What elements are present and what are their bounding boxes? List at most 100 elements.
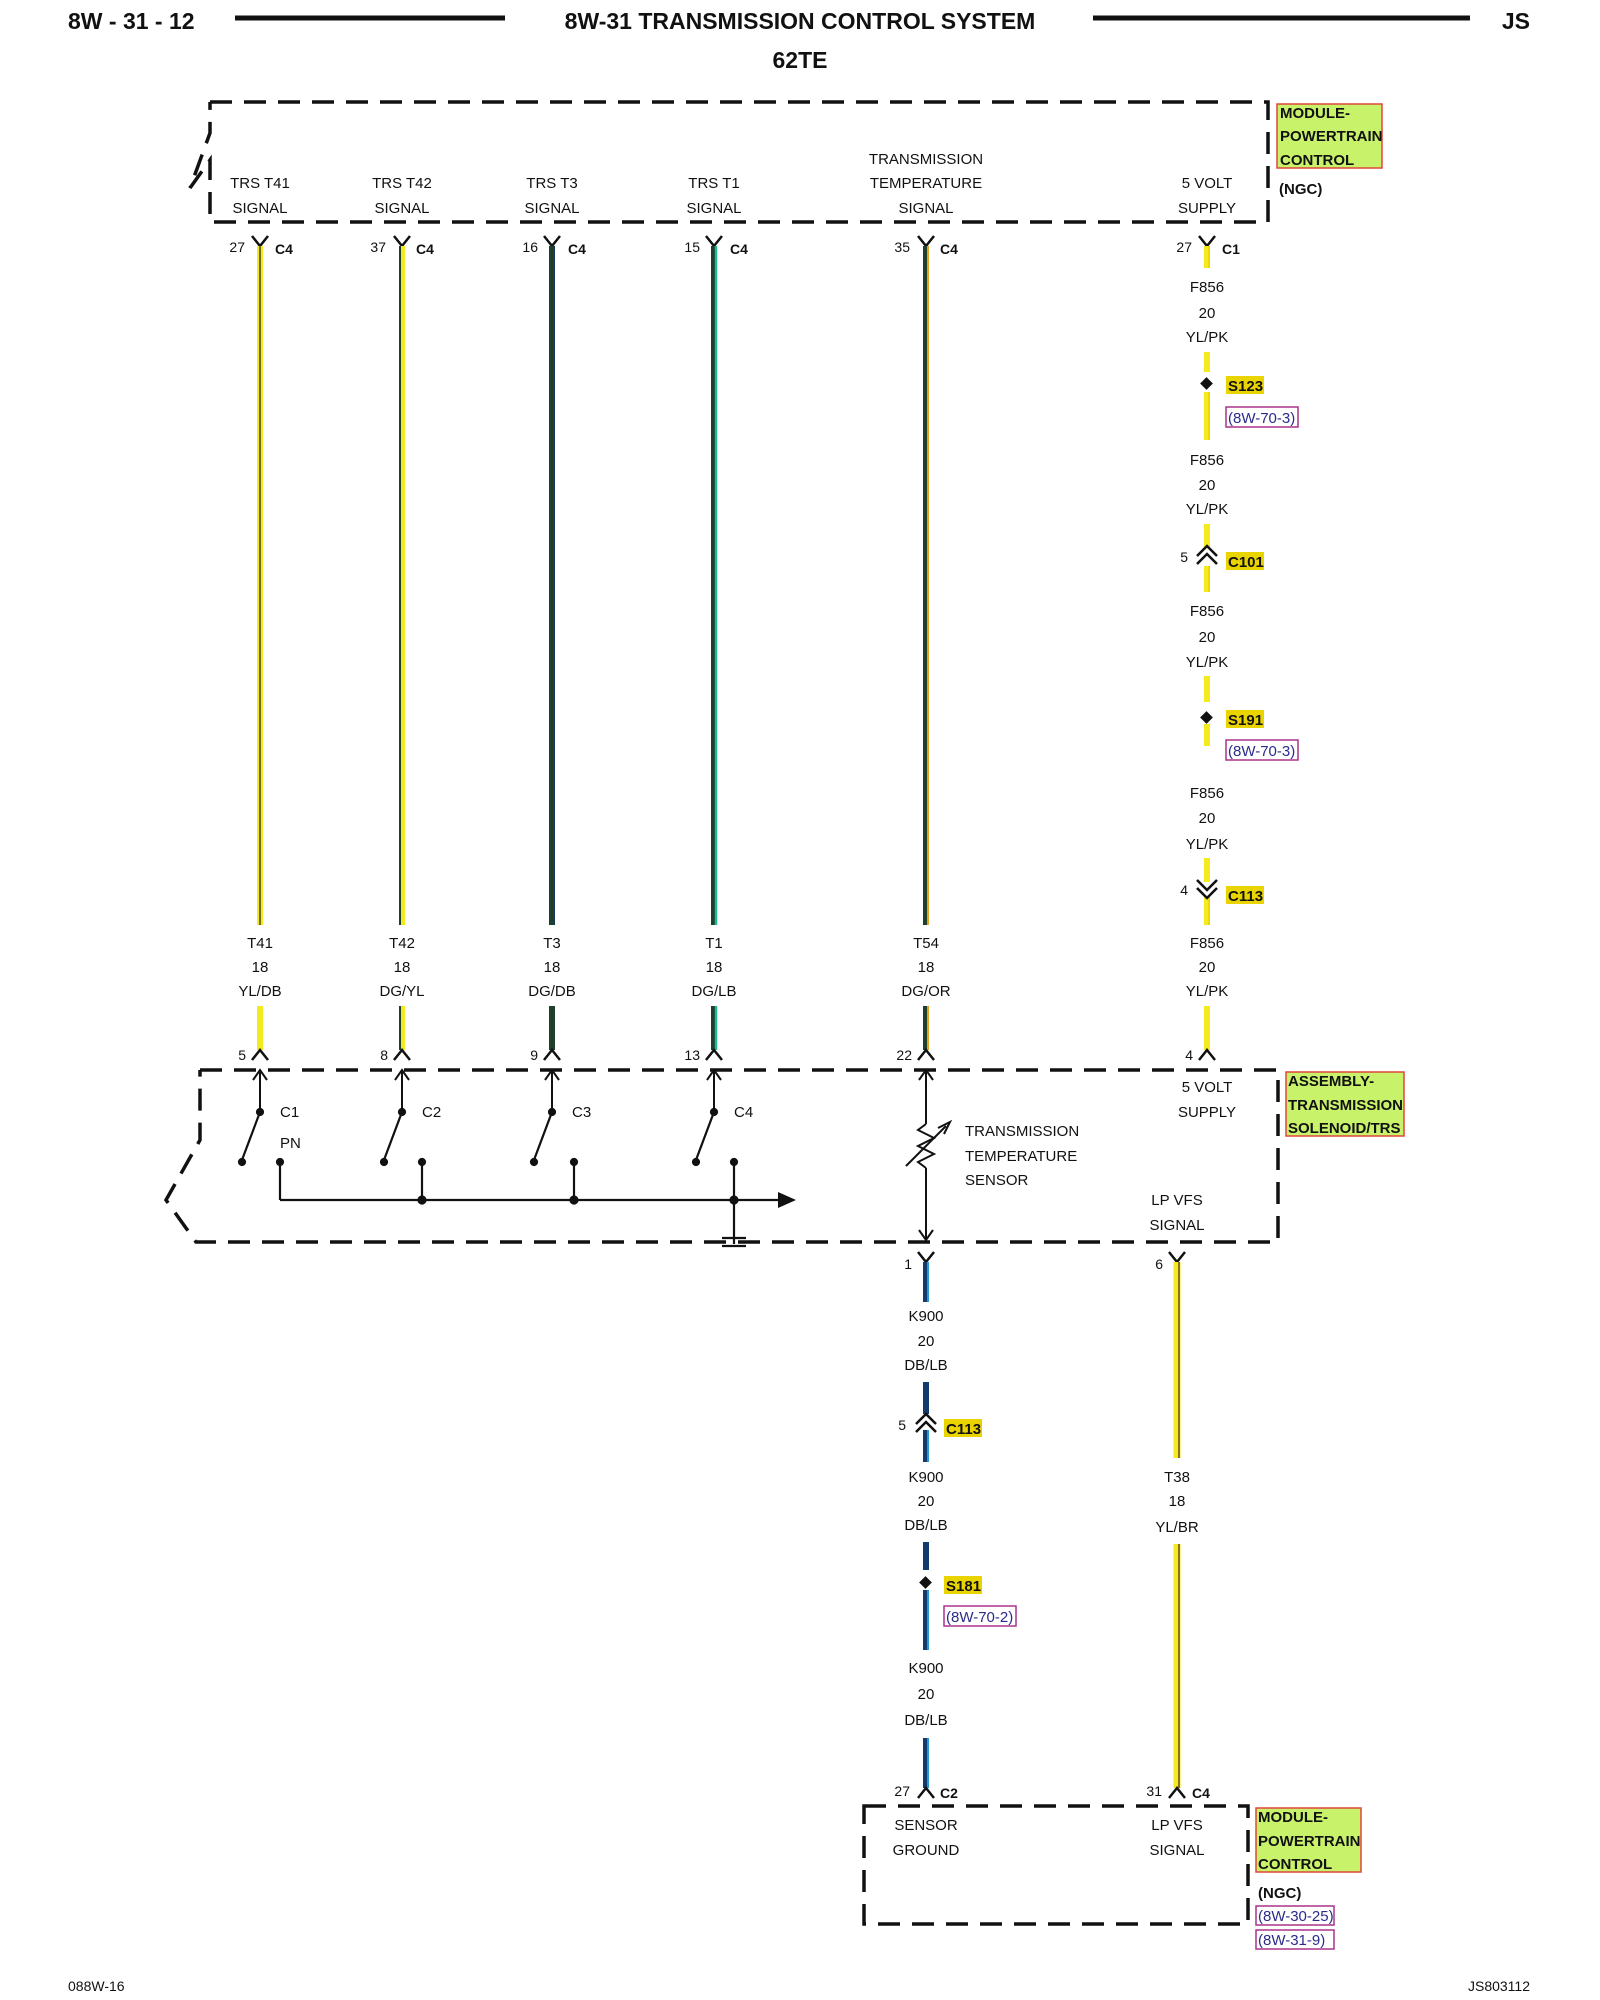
pcm-bottom-label-bg <box>1255 1807 1362 1873</box>
switch-label-pn: PN <box>280 1135 301 1152</box>
footer-right: JS803112 <box>1468 1978 1530 1994</box>
solenoid-label-line: SOLENOID/TRS <box>1288 1120 1401 1137</box>
page-title: 8W-31 TRANSMISSION CONTROL SYSTEM <box>565 8 1036 34</box>
connector-symbol <box>917 1785 935 1799</box>
connector-label: C4 <box>1192 1785 1210 1801</box>
pin-number: 16 <box>522 239 538 255</box>
ref-link-box[interactable] <box>1225 406 1299 428</box>
connector-symbol <box>1168 1251 1186 1265</box>
solenoid-top-connectors <box>251 1047 1216 1061</box>
k900-segment-1: K900 20 DB/LB <box>904 1308 947 1374</box>
splice-s123: S123 (8W-70-3) <box>1200 376 1299 428</box>
sensor-label-line: TEMPERATURE <box>965 1148 1077 1165</box>
pcm-top-label: MODULE- POWERTRAIN CONTROL <box>1276 103 1383 169</box>
circuit-label: K900 <box>908 1469 943 1486</box>
signal-trs-t3-line1: TRS T3 <box>526 175 577 192</box>
circuit-label: T41 <box>247 935 273 952</box>
color-label: YL/DB <box>238 983 281 1000</box>
splice-label: S191 <box>1228 712 1263 729</box>
connector-label-bg <box>1226 552 1264 570</box>
pin-number: 5 <box>898 1417 906 1433</box>
pin-number: 22 <box>896 1047 912 1063</box>
gauge-label: 18 <box>252 959 269 976</box>
ref-link-8w-30-25[interactable]: (8W-30-25) <box>1258 1908 1334 1925</box>
signal-trs-t3-line2: SIGNAL <box>524 200 579 217</box>
pin-number: 37 <box>370 239 386 255</box>
circuit-label: F856 <box>1190 279 1224 296</box>
switch-label-c1: C1 <box>280 1104 299 1121</box>
connector-symbol <box>917 1047 935 1061</box>
pcm-bottom-label: MODULE- POWERTRAIN CONTROL <box>1255 1807 1362 1873</box>
color-label: DB/LB <box>904 1712 947 1729</box>
wire-t3 <box>549 246 555 925</box>
gauge-label: 18 <box>544 959 561 976</box>
pcm-top-label-bg <box>1276 103 1383 169</box>
signal-trans-temp-line1: TRANSMISSION <box>869 151 983 168</box>
ref-link-8w-31-9[interactable]: (8W-31-9) <box>1258 1932 1325 1949</box>
k900-segment-3: K900 20 DB/LB <box>904 1660 947 1729</box>
connector-symbol <box>251 235 269 249</box>
splice-s191: S191 (8W-70-3) <box>1200 710 1299 761</box>
connector-label: C1 <box>1222 241 1240 257</box>
connector-symbol <box>917 235 935 249</box>
signal-trans-temp-line2: TEMPERATURE <box>870 175 982 192</box>
pin-number: 5 <box>238 1047 246 1063</box>
switch-c4 <box>691 1107 719 1167</box>
connector-symbol <box>393 1047 411 1061</box>
gauge-label: 18 <box>706 959 723 976</box>
pin-number: 5 <box>1180 549 1188 565</box>
gauge-label: 20 <box>1199 810 1216 827</box>
gauge-label: 20 <box>1199 629 1216 646</box>
splice-label: S181 <box>946 1578 981 1595</box>
ref-link-box[interactable] <box>1255 1905 1335 1926</box>
solenoid-vfs-line1: LP VFS <box>1151 1192 1202 1209</box>
gauge-label: 20 <box>1199 959 1216 976</box>
color-label: YL/PK <box>1186 501 1229 518</box>
solenoid-label-line: ASSEMBLY- <box>1288 1073 1374 1090</box>
splice-label: S123 <box>1228 378 1263 395</box>
circuit-label: K900 <box>908 1308 943 1325</box>
pcm-bottom-label-line: POWERTRAIN <box>1258 1833 1361 1850</box>
circuit-label: T1 <box>705 935 723 952</box>
pin-number: 27 <box>1176 239 1192 255</box>
ref-link-s181[interactable]: (8W-70-2) <box>946 1609 1013 1626</box>
ref-link-box[interactable] <box>943 1605 1017 1627</box>
ref-link-s123[interactable]: (8W-70-3) <box>1228 410 1295 427</box>
wire-t42 <box>399 246 405 925</box>
pcm-top-module <box>188 100 1270 224</box>
pin-number: 9 <box>530 1047 538 1063</box>
pcm-bottom-label-line: MODULE- <box>1258 1809 1328 1826</box>
switch-c3 <box>529 1107 557 1167</box>
gauge-label: 18 <box>1169 1493 1186 1510</box>
gauge-label: 18 <box>918 959 935 976</box>
color-label: YL/PK <box>1186 329 1229 346</box>
solenoid-vfs-line2: SIGNAL <box>1149 1217 1204 1234</box>
ref-link-box[interactable] <box>1225 739 1299 761</box>
solenoid-label-bg <box>1285 1071 1405 1137</box>
ref-link-s191[interactable]: (8W-70-3) <box>1228 743 1295 760</box>
connector-symbol <box>1168 1785 1186 1799</box>
solenoid-assembly <box>163 1068 1280 1244</box>
switch-ground-bus <box>275 1157 796 1248</box>
f856-segment-2: F856 20 YL/PK <box>1186 452 1229 518</box>
connector-label: C113 <box>946 1421 981 1438</box>
connector-c113-lower: 5 C113 <box>898 1412 982 1438</box>
color-label: DB/LB <box>904 1517 947 1534</box>
connector-symbol <box>251 1047 269 1061</box>
ref-link-box[interactable] <box>1255 1929 1335 1950</box>
circuit-label: F856 <box>1190 452 1224 469</box>
sensor-label-line: TRANSMISSION <box>965 1123 1079 1140</box>
signal-trs-t42-line1: TRS T42 <box>372 175 432 192</box>
switch-c1 <box>237 1107 265 1167</box>
sensor-label-line: SENSOR <box>965 1172 1029 1189</box>
connector-symbol <box>917 1251 935 1265</box>
connector-symbol <box>1198 1047 1216 1061</box>
wire-labels-row: T41 18 YL/DB T42 18 DG/YL T3 18 DG/DB T1… <box>238 935 1228 1000</box>
signal-lp-vfs-line2: SIGNAL <box>1149 1842 1204 1859</box>
pin-number: 31 <box>1146 1783 1162 1799</box>
vehicle-code: JS <box>1502 8 1530 34</box>
connector-label: C4 <box>275 241 293 257</box>
signal-sensor-ground-line2: GROUND <box>893 1842 960 1859</box>
color-label: YL/PK <box>1186 654 1229 671</box>
pcm-top-pin: 27 C4 37 C4 16 C4 15 C4 35 C4 27 C1 <box>229 239 1240 257</box>
